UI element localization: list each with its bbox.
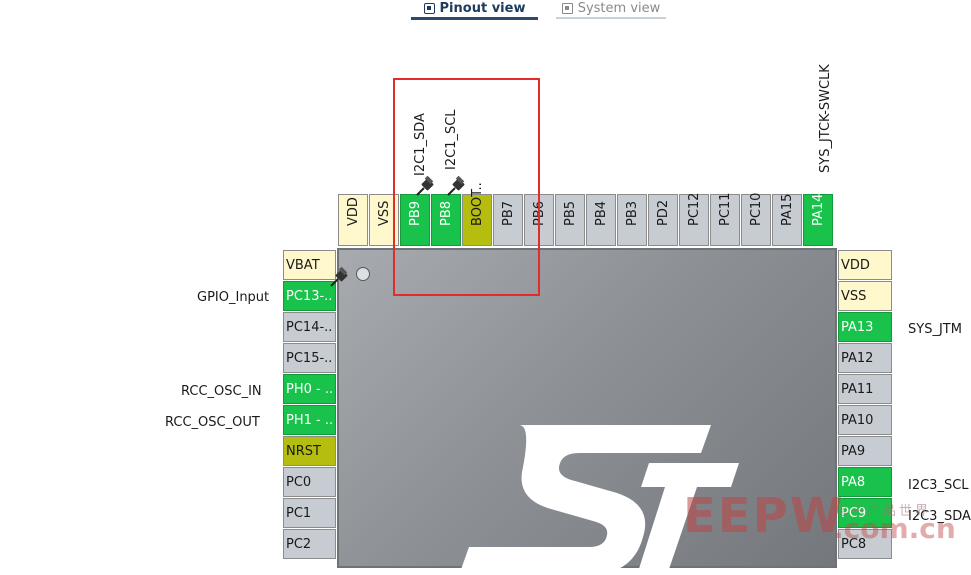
pin-right-pc8[interactable]: PC8 [838,529,892,559]
pushpin-icon [447,175,465,196]
pin-left-pc0[interactable]: PC0 [283,467,336,497]
pin-top-pa14[interactable]: PA14 [803,194,833,246]
pin-label: PC11 [718,192,733,226]
pin-top-vdd[interactable]: VDD [338,194,368,246]
pin-left-pc15[interactable]: PC15-.. [283,343,336,373]
signal-label-pa13: SYS_JTM [908,322,962,337]
pin-right-pa13[interactable]: PA13 [838,312,892,342]
pin-label: PB3 [625,200,640,226]
pin-top-pb4[interactable]: PB4 [586,194,616,246]
st-logo-icon [459,425,739,575]
pushpin-icon [416,175,434,196]
pin-left-pc14[interactable]: PC14-.. [283,312,336,342]
pushpin-icon [330,266,348,287]
pin-label: PC10 [749,192,764,226]
signal-label-ph0: RCC_OSC_IN [181,384,262,399]
pin-top-pa15[interactable]: PA15 [772,194,802,246]
highlight-box [393,78,540,296]
pin-top-pc11[interactable]: PC11 [710,192,740,246]
pin-label: PB4 [594,200,609,226]
tab-pinout-view[interactable]: Pinout view [411,0,538,20]
pin-right-pa11[interactable]: PA11 [838,374,892,404]
pin-label: PA15 [780,193,795,226]
pin-left-nrst[interactable]: NRST [283,436,336,466]
pin-top-pc10[interactable]: PC10 [741,192,771,246]
pin-right-pa12[interactable]: PA12 [838,343,892,373]
chip-icon [423,3,435,14]
pin-left-pc2[interactable]: PC2 [283,529,336,559]
signal-label-pa14: SYS_JTCK-SWCLK [818,64,833,173]
pin-left-vbat[interactable]: VBAT [283,250,336,280]
signal-label-ph1: RCC_OSC_OUT [165,415,260,430]
pin-left-pc1[interactable]: PC1 [283,498,336,528]
pin-label: PA14 [811,193,826,226]
eepw-watermark: EEPW 电子产品世界 .com.cn [683,488,967,547]
pin-label: VSS [377,200,392,226]
pin-top-pb9[interactable]: PB9 [400,194,430,246]
signal-label-pc13: GPIO_Input [197,290,270,305]
pin-top-pb8[interactable]: PB8 [431,194,461,246]
pin-label: VDD [346,197,361,226]
pin-left-ph1[interactable]: PH1 - .. [283,405,336,435]
signal-label-pc9: I2C3_SDA [908,509,971,524]
pin-left-pc13[interactable]: PC13-.. [283,281,336,311]
watermark-domain: .com.cn [833,512,956,545]
mcu-chip[interactable] [337,248,837,575]
pin-top-pc12[interactable]: PC12 [679,192,709,246]
grid-icon [561,3,573,14]
pin-left-ph0[interactable]: PH0 - .. [283,374,336,404]
pin-label: PB5 [563,200,578,226]
tab-system-label: System view [577,1,661,16]
pin-right-pa9[interactable]: PA9 [838,436,892,466]
pin-label: PD2 [656,199,671,226]
signal-label-pa8: I2C3_SCL [908,478,969,493]
tab-pinout-label: Pinout view [439,1,526,16]
pin-top-pd2[interactable]: PD2 [648,194,678,246]
pin-right-vdd[interactable]: VDD [838,250,892,280]
pin-top-pb5[interactable]: PB5 [555,194,585,246]
watermark-brand: EEPW [683,488,845,544]
pin-right-vss[interactable]: VSS [838,281,892,311]
pin1-marker [356,267,370,281]
pin-right-pa8[interactable]: PA8 [838,467,892,497]
pin-right-pc9[interactable]: PC9 [838,498,892,528]
watermark-chinese: 电子产品世界 [835,504,932,519]
pin-top-boot[interactable]: BOOT.. [462,182,492,246]
pin-right-pa10[interactable]: PA10 [838,405,892,435]
pin-top-pb3[interactable]: PB3 [617,194,647,246]
tab-system-view[interactable]: System view [556,0,666,19]
pin-label: PC12 [687,192,702,226]
pin-top-pb7[interactable]: PB7 [493,194,523,246]
